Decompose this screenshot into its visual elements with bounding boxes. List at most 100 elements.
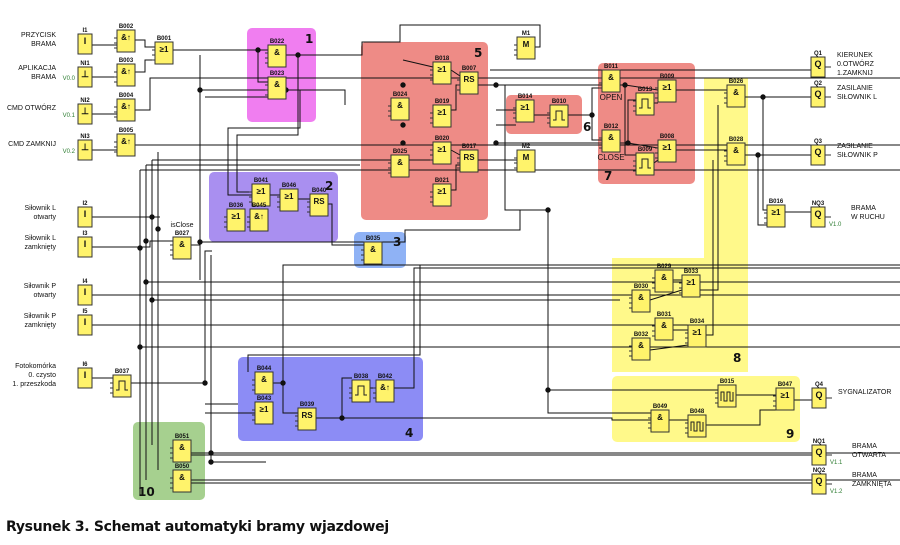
output-label: SYGNALIZATOR bbox=[838, 389, 891, 396]
block-b004[interactable]: B004&↑ bbox=[114, 93, 136, 122]
block-b032[interactable]: B032& bbox=[629, 332, 651, 361]
junction-dot bbox=[493, 82, 499, 88]
block-b010[interactable]: B010 bbox=[547, 99, 569, 128]
output-label: W RUCHU bbox=[851, 214, 885, 221]
block-b049[interactable]: B049& bbox=[648, 404, 670, 433]
block-b035[interactable]: B035& bbox=[361, 236, 383, 265]
block-b001[interactable]: B001≥1 bbox=[152, 36, 174, 65]
input-label: CMD OTWÓRZ bbox=[7, 103, 57, 112]
block-b014[interactable]: B014≥1 bbox=[513, 94, 535, 123]
block-b015[interactable]: B015 bbox=[715, 379, 737, 408]
block-symbol: & bbox=[608, 133, 614, 142]
block-b018[interactable]: B018≥1 bbox=[430, 56, 452, 85]
block-b016[interactable]: B016≥1 bbox=[764, 199, 786, 228]
block-b047[interactable]: B047≥1 bbox=[773, 382, 795, 411]
block-b037[interactable]: B037 bbox=[110, 369, 132, 398]
junction-dot bbox=[545, 387, 551, 393]
block-b026[interactable]: B026& bbox=[724, 79, 746, 108]
block-symbol: &↑ bbox=[121, 67, 131, 76]
block-b009[interactable]: B009≥1 bbox=[655, 74, 677, 103]
block-b034[interactable]: B034≥1 bbox=[685, 319, 707, 348]
block-b023[interactable]: B023& bbox=[265, 71, 287, 100]
block-id: M1 bbox=[522, 31, 531, 37]
block-m2[interactable]: M2M bbox=[514, 144, 536, 173]
block-id: B038 bbox=[354, 374, 369, 380]
block-b030[interactable]: B030& bbox=[629, 284, 651, 313]
block-symbol: Q bbox=[814, 147, 821, 157]
output-label: 1.ZAMKNIJ bbox=[837, 70, 873, 77]
block-body bbox=[432, 183, 452, 207]
block-b050[interactable]: B050& bbox=[170, 464, 192, 493]
block-b029[interactable]: B029& bbox=[652, 264, 674, 293]
block-b042[interactable]: B042&↑ bbox=[373, 374, 395, 403]
block-b043[interactable]: B043≥1 bbox=[252, 396, 274, 425]
block-b028[interactable]: B028& bbox=[724, 137, 746, 166]
block-b048[interactable]: B048 bbox=[685, 409, 707, 438]
block-b045[interactable]: B045&↑ bbox=[247, 203, 269, 232]
block-b019[interactable]: B019≥1 bbox=[430, 99, 452, 128]
block-body bbox=[77, 284, 93, 306]
block-b027[interactable]: B027&isClose bbox=[170, 222, 194, 260]
wire bbox=[700, 105, 719, 291]
block-b051[interactable]: B051& bbox=[170, 434, 192, 463]
block-id: B002 bbox=[119, 24, 134, 30]
block-b024[interactable]: B024& bbox=[388, 92, 410, 121]
pulse-generator-icon bbox=[720, 391, 734, 402]
block-b012[interactable]: B012&CLOSE bbox=[597, 124, 624, 162]
block-id: B010 bbox=[552, 99, 567, 105]
junction-dot bbox=[589, 112, 595, 118]
block-b020[interactable]: B020≥1 bbox=[430, 136, 452, 165]
input-label: Siłownik P bbox=[24, 313, 57, 320]
block-body bbox=[766, 204, 786, 228]
block-b033[interactable]: B033≥1 bbox=[679, 269, 701, 298]
block-b044[interactable]: B044& bbox=[252, 366, 274, 395]
wire bbox=[706, 160, 714, 336]
junction-dot bbox=[545, 207, 551, 213]
block-symbol: RS bbox=[463, 153, 475, 162]
junction-dot bbox=[143, 238, 149, 244]
block-b046[interactable]: B046≥1 bbox=[277, 183, 299, 212]
block-symbol: & bbox=[397, 101, 403, 110]
block-b013[interactable]: B013 bbox=[633, 87, 655, 116]
block-b041[interactable]: B041≥1 bbox=[249, 178, 271, 207]
block-b005[interactable]: B005&↑ bbox=[114, 128, 136, 157]
block-b021[interactable]: B021≥1 bbox=[430, 178, 452, 207]
wire bbox=[402, 59, 434, 68]
block-b038[interactable]: B038 bbox=[349, 374, 371, 403]
block-b022[interactable]: B022& bbox=[265, 39, 287, 68]
block-b025[interactable]: B025& bbox=[388, 149, 410, 178]
wire bbox=[627, 142, 659, 149]
block-m1[interactable]: M1M bbox=[514, 31, 536, 60]
wire bbox=[286, 24, 541, 56]
block-id: B028 bbox=[729, 137, 744, 143]
block-symbol: ≥1 bbox=[438, 108, 447, 117]
block-b009[interactable]: B009 bbox=[633, 147, 655, 176]
block-b031[interactable]: B031& bbox=[652, 312, 674, 341]
block-b003[interactable]: B003&↑ bbox=[114, 58, 136, 87]
block-b011[interactable]: B011&OPEN bbox=[599, 64, 623, 102]
block-b036[interactable]: B036≥1 bbox=[224, 203, 246, 232]
block-b002[interactable]: B002&↑ bbox=[114, 24, 136, 53]
block-body bbox=[226, 208, 246, 232]
block-b008[interactable]: B008≥1 bbox=[655, 134, 677, 163]
